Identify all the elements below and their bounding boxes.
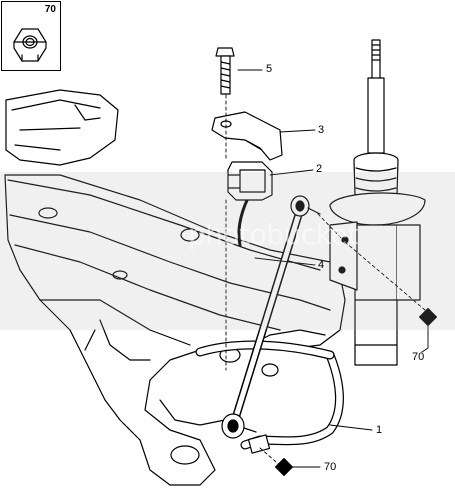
callout-70-bottom: 70 bbox=[324, 461, 337, 473]
bush-part-2 bbox=[227, 161, 273, 201]
callout-1: 1 bbox=[376, 424, 383, 436]
hex-nut-icon bbox=[13, 28, 47, 62]
drop-link bbox=[221, 195, 321, 439]
bolt-part-5 bbox=[215, 47, 235, 95]
inset-label: 70 bbox=[44, 4, 56, 15]
inset-box: 70 bbox=[1, 1, 61, 71]
callout-4: 4 bbox=[318, 259, 325, 271]
callout-3: 3 bbox=[318, 124, 325, 136]
hose bbox=[237, 196, 250, 247]
watermark-text: photobucket bbox=[188, 218, 358, 251]
watermark-band bbox=[0, 172, 455, 330]
strut-assembly bbox=[329, 39, 426, 366]
anti-roll-bar bbox=[195, 340, 344, 454]
nut-marker-bottom bbox=[274, 457, 294, 477]
nut-marker-right bbox=[418, 307, 438, 327]
callout-70-right: 70 bbox=[412, 351, 425, 363]
bracket-part-3 bbox=[211, 111, 283, 161]
callout-5: 5 bbox=[266, 63, 273, 75]
callout-2: 2 bbox=[316, 163, 323, 175]
